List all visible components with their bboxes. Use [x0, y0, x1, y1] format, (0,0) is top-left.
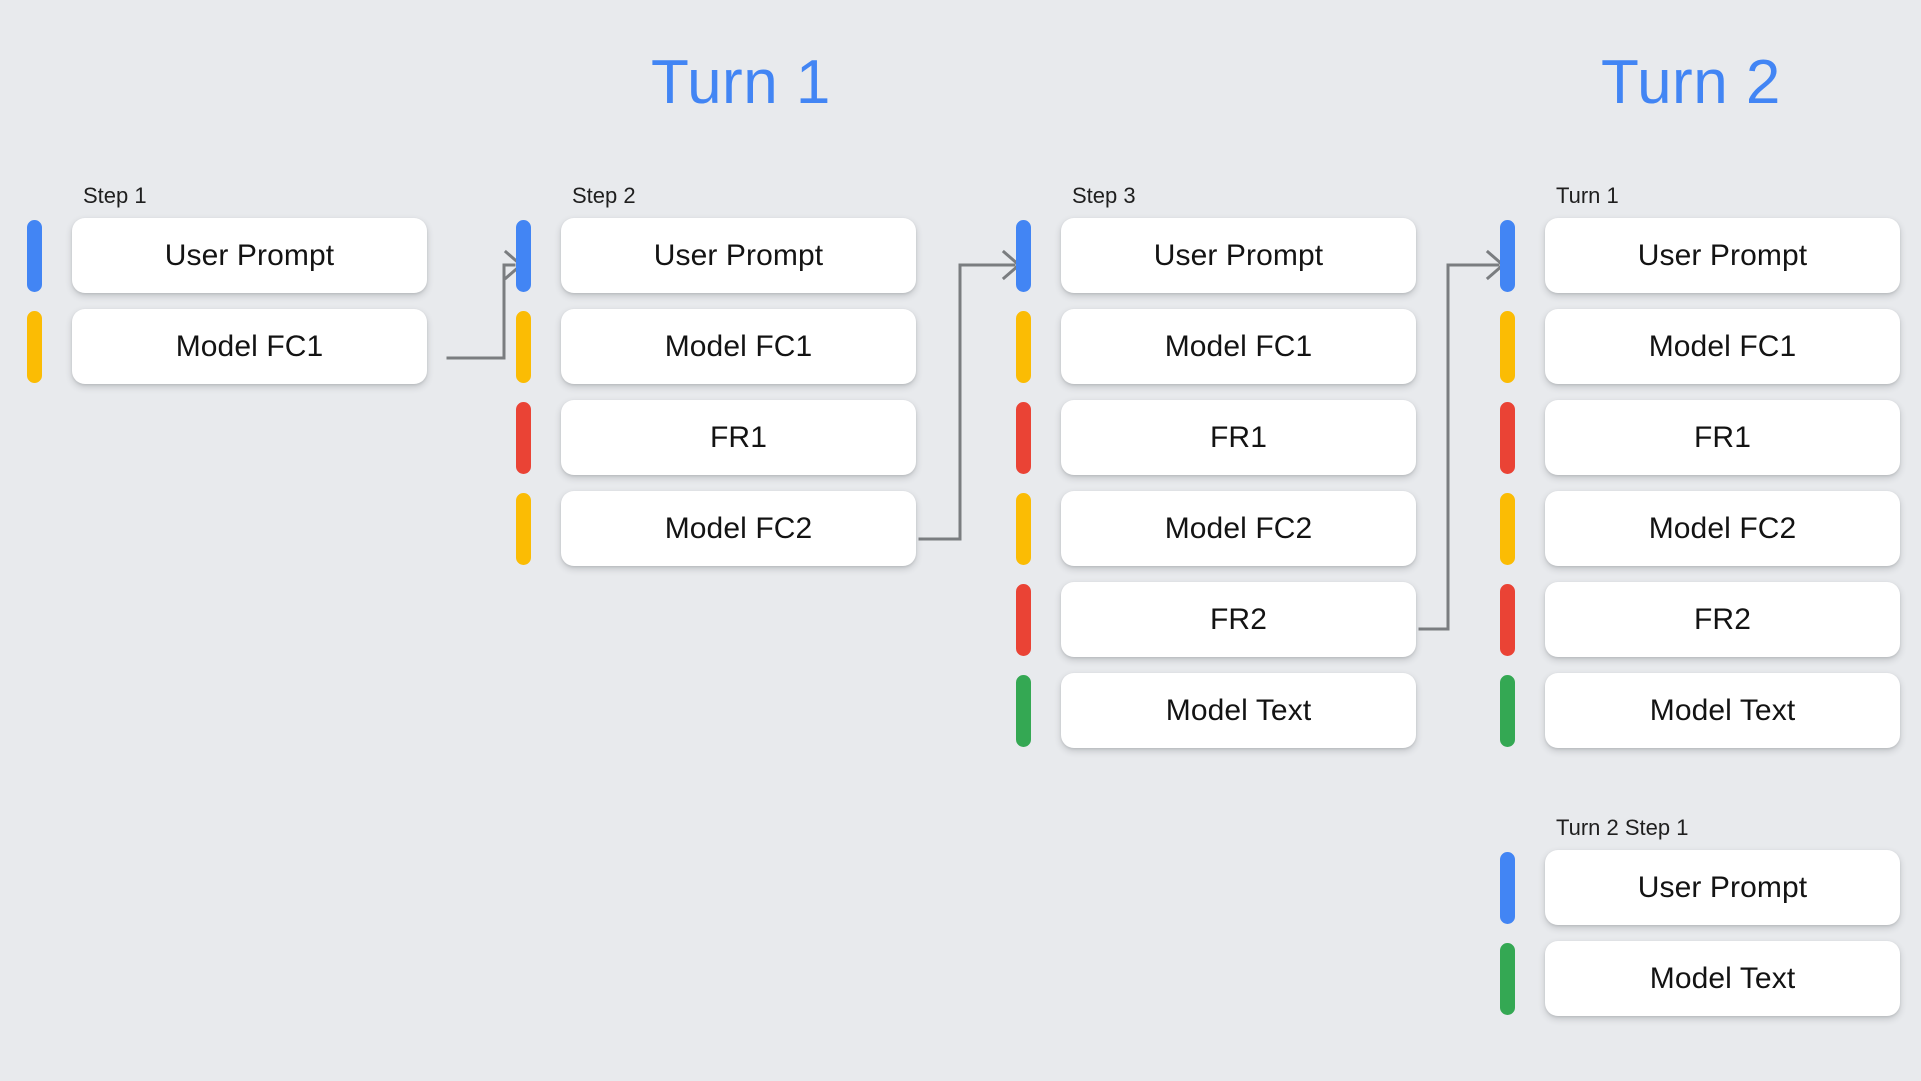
list-item[interactable]: FR1: [516, 400, 916, 475]
card-fr1[interactable]: FR1: [1545, 400, 1900, 475]
list-item[interactable]: Model FC1: [1500, 309, 1900, 384]
status-bar-fr1: [1016, 401, 1031, 474]
card-model-text[interactable]: Model Text: [1545, 941, 1900, 1016]
column-label-step3: Step 3: [1072, 183, 1136, 208]
connector-step3-to-turn1: [1418, 249, 1506, 631]
status-bar-user-prompt: [27, 219, 42, 292]
status-bar-fr2: [1016, 583, 1031, 656]
status-bar-model-fc2: [516, 492, 531, 565]
status-bar-model-fc2: [1500, 492, 1515, 565]
status-bar-model-text: [1500, 674, 1515, 747]
column-step1: Step 1 User Prompt Model FC1: [27, 185, 427, 384]
list-item[interactable]: Model FC2: [1016, 491, 1416, 566]
status-bar-fr1: [516, 401, 531, 474]
column-step3: Step 3 User Prompt Model FC1 FR1 Model F…: [1016, 185, 1416, 748]
turn-2-title: Turn 2: [1601, 48, 1781, 117]
status-bar-model-text: [1500, 942, 1515, 1015]
connector-step1-to-step2: [446, 249, 524, 360]
card-fr1[interactable]: FR1: [561, 400, 916, 475]
status-bar-model-fc1: [27, 310, 42, 383]
list-item[interactable]: FR2: [1500, 582, 1900, 657]
list-item[interactable]: User Prompt: [27, 218, 427, 293]
list-item[interactable]: FR1: [1500, 400, 1900, 475]
status-bar-model-fc2: [1016, 492, 1031, 565]
turn-1-title: Turn 1: [651, 48, 831, 117]
card-user-prompt[interactable]: User Prompt: [1061, 218, 1416, 293]
card-model-fc1[interactable]: Model FC1: [1061, 309, 1416, 384]
list-item[interactable]: FR2: [1016, 582, 1416, 657]
list-item[interactable]: User Prompt: [1500, 850, 1900, 925]
card-fr1[interactable]: FR1: [1061, 400, 1416, 475]
card-fr2[interactable]: FR2: [1545, 582, 1900, 657]
list-item[interactable]: Model FC1: [516, 309, 916, 384]
list-item[interactable]: User Prompt: [1016, 218, 1416, 293]
list-item[interactable]: Model Text: [1500, 673, 1900, 748]
list-item[interactable]: User Prompt: [516, 218, 916, 293]
card-model-text[interactable]: Model Text: [1061, 673, 1416, 748]
status-bar-fr2: [1500, 583, 1515, 656]
card-model-text[interactable]: Model Text: [1545, 673, 1900, 748]
list-item[interactable]: User Prompt: [1500, 218, 1900, 293]
card-fr2[interactable]: FR2: [1061, 582, 1416, 657]
card-user-prompt[interactable]: User Prompt: [1545, 218, 1900, 293]
card-model-fc1[interactable]: Model FC1: [72, 309, 427, 384]
status-bar-model-fc1: [1500, 310, 1515, 383]
card-user-prompt[interactable]: User Prompt: [1545, 850, 1900, 925]
status-bar-user-prompt: [1500, 219, 1515, 292]
status-bar-model-fc1: [516, 310, 531, 383]
card-user-prompt[interactable]: User Prompt: [561, 218, 916, 293]
connector-step2-to-step3: [918, 249, 1022, 541]
card-model-fc2[interactable]: Model FC2: [561, 491, 916, 566]
column-turn2-step1: Turn 2 Step 1 User Prompt Model Text: [1500, 817, 1900, 1016]
list-item[interactable]: FR1: [1016, 400, 1416, 475]
list-item[interactable]: Model FC1: [1016, 309, 1416, 384]
list-item[interactable]: Model FC2: [1500, 491, 1900, 566]
card-model-fc2[interactable]: Model FC2: [1061, 491, 1416, 566]
list-item[interactable]: Model FC1: [27, 309, 427, 384]
card-model-fc1[interactable]: Model FC1: [1545, 309, 1900, 384]
column-label-step1: Step 1: [83, 183, 147, 208]
column-turn1: Turn 1 User Prompt Model FC1 FR1 Model F…: [1500, 185, 1900, 748]
status-bar-model-text: [1016, 674, 1031, 747]
card-model-fc2[interactable]: Model FC2: [1545, 491, 1900, 566]
status-bar-user-prompt: [516, 219, 531, 292]
status-bar-user-prompt: [1500, 851, 1515, 924]
column-label-turn1: Turn 1: [1556, 183, 1619, 208]
list-item[interactable]: Model FC2: [516, 491, 916, 566]
card-user-prompt[interactable]: User Prompt: [72, 218, 427, 293]
status-bar-model-fc1: [1016, 310, 1031, 383]
list-item[interactable]: Model Text: [1500, 941, 1900, 1016]
list-item[interactable]: Model Text: [1016, 673, 1416, 748]
card-model-fc1[interactable]: Model FC1: [561, 309, 916, 384]
status-bar-user-prompt: [1016, 219, 1031, 292]
column-step2: Step 2 User Prompt Model FC1 FR1 Model F…: [516, 185, 916, 566]
column-label-step2: Step 2: [572, 183, 636, 208]
column-label-turn2-step1: Turn 2 Step 1: [1556, 815, 1689, 840]
status-bar-fr1: [1500, 401, 1515, 474]
